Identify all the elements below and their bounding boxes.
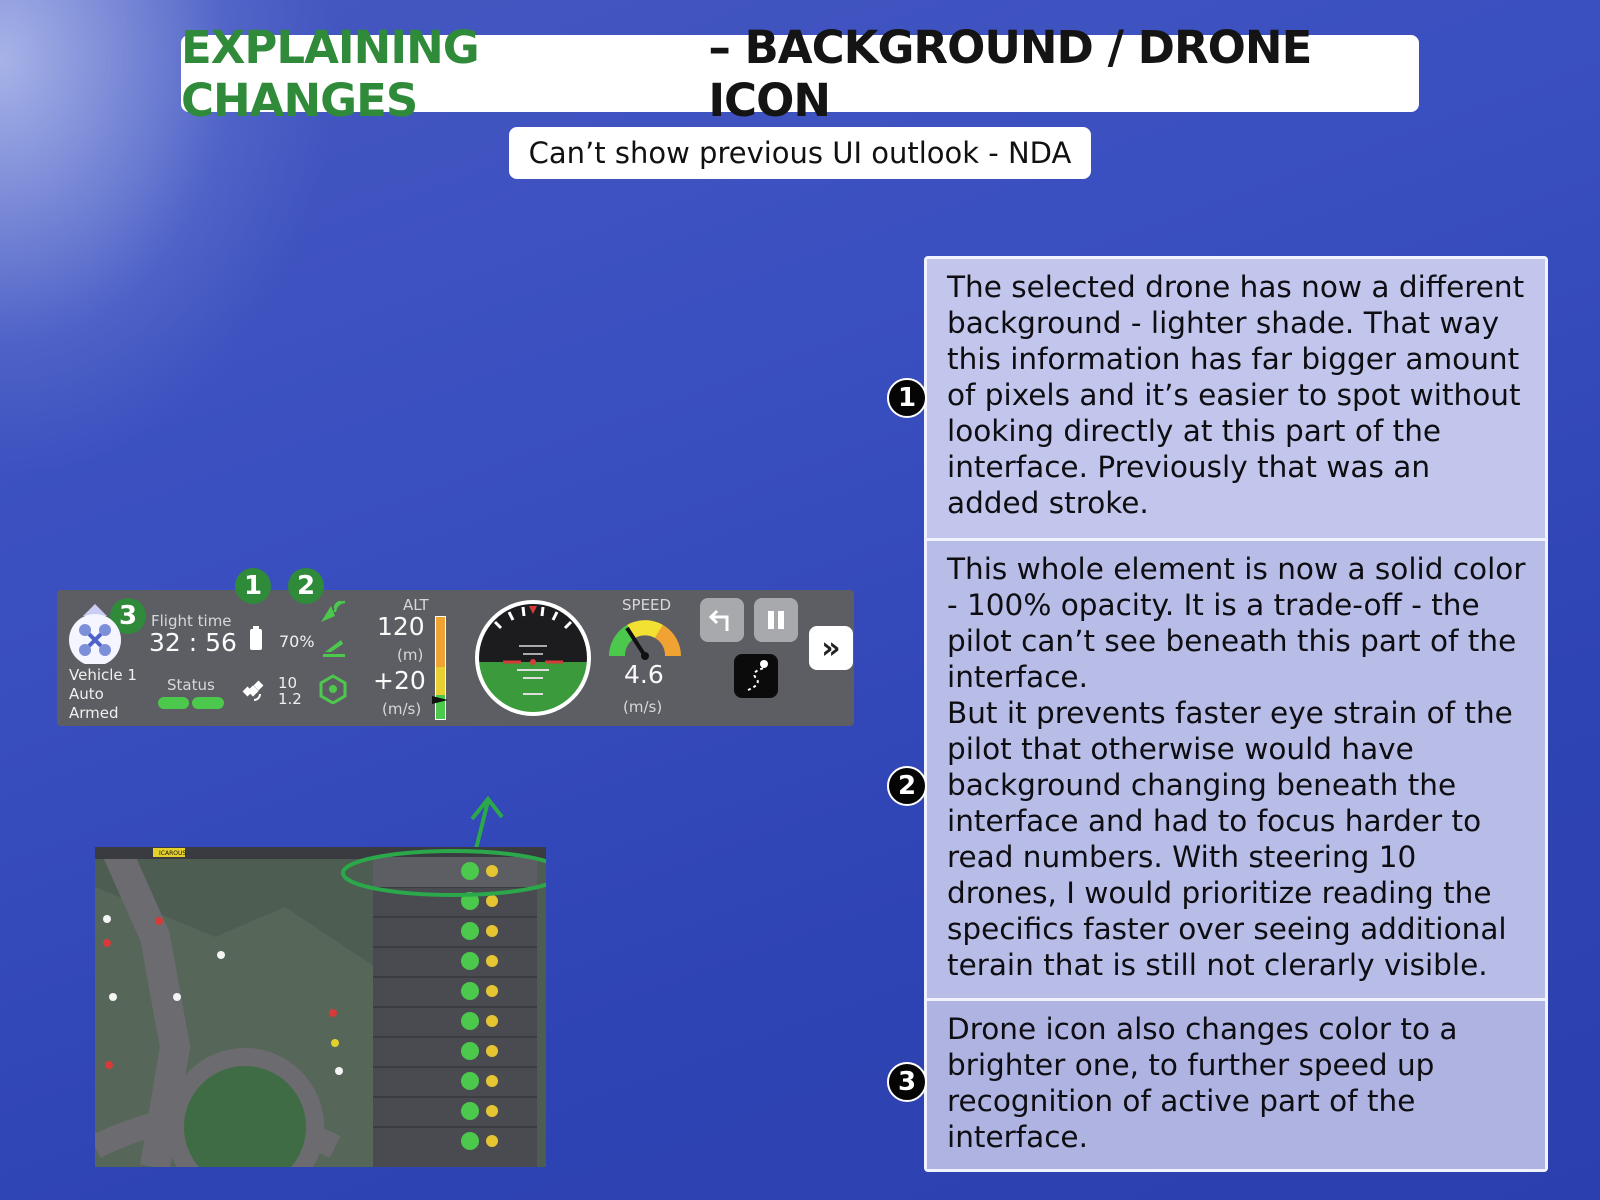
speed-value: 4.6 [624,660,664,689]
flight-time-label: Flight time [151,612,232,630]
pause-button[interactable] [754,598,798,642]
return-arrow-icon [709,609,729,631]
return-button[interactable] [700,598,744,642]
vspeed-unit: (m/s) [382,700,422,718]
explanation-2: This whole element is now a solid color … [927,538,1545,998]
marker-2: 2 [288,568,324,604]
pause-icon [768,611,784,629]
route-pin-icon [747,660,768,691]
map-preview: ICAROUS [95,847,546,1167]
vehicle-mode: Auto [69,685,104,703]
page-title: EXPLAINING CHANGES – BACKGROUND / DRONE … [181,21,1419,127]
takeoff-icon [321,636,347,662]
attitude-indicator [473,598,593,718]
double-chevron-right-icon: » [821,630,841,666]
speed-label: SPEED [622,596,672,614]
speed-gauge [605,612,685,660]
explanation-3: Drone icon also changes color to a brigh… [927,998,1545,1169]
satellite-count: 10 [278,674,298,692]
drone-status-bar[interactable]: 1 2 3 Vehicle 1 Auto Armed Flight time 3… [57,568,854,726]
vspeed-value: +20 [373,666,426,695]
drone-icon[interactable] [67,604,123,666]
flight-time-value: 32 : 56 [149,628,237,657]
altitude-level-bar [432,616,448,720]
status-label: Status [167,676,215,694]
explanation-1: The selected drone has now a different b… [927,259,1545,538]
explanation-2-badge: 2 [887,766,927,806]
vehicle-name: Vehicle 1 [69,666,137,684]
satellite-icon [240,678,268,710]
battery-icon [249,626,263,654]
explanation-panel: The selected drone has now a different b… [924,256,1548,1172]
altitude-unit: (m) [397,646,424,664]
brand-text: ICAROUS [159,850,186,857]
signal-icon [319,598,349,628]
title-highlight: EXPLAINING CHANGES [181,20,480,127]
title-rest: – BACKGROUND / DRONE ICON [708,20,1312,127]
battery-value: 70% [279,632,315,651]
explanation-3-badge: 3 [887,1062,927,1102]
speed-unit: (m/s) [623,698,663,716]
status-indicator [158,694,224,709]
hdop-value: 1.2 [278,690,302,708]
alt-label: ALT [403,596,429,614]
marker-1: 1 [235,568,271,604]
vehicle-state: Armed [69,704,119,722]
altitude-value: 120 [377,612,425,641]
explanation-1-badge: 1 [887,378,927,418]
route-button[interactable] [734,654,778,698]
subtitle: Can’t show previous UI outlook - NDA [509,127,1091,179]
expand-button[interactable]: » [809,626,853,670]
geofence-icon [319,674,347,708]
